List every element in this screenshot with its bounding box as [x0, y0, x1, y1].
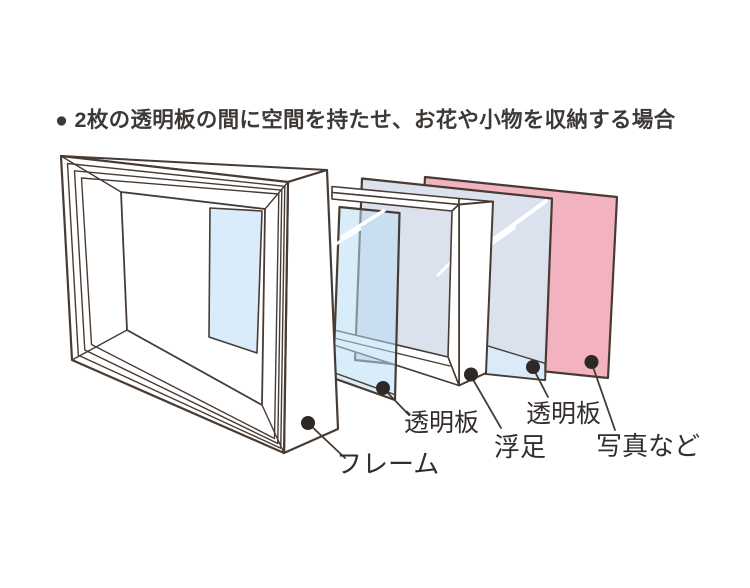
plate1-shine-line [340, 208, 386, 239]
frame-inner-pane [208, 207, 263, 354]
frame-miter-top-left [60, 155, 122, 193]
frame-side-face [282, 168, 340, 455]
label-plate1: 透明板 [404, 409, 479, 437]
label-photo: 写真など [596, 431, 700, 461]
photo-leader-line [591, 363, 616, 431]
spacer-leader-line [470, 375, 502, 429]
plate2-callout-dot [526, 360, 540, 374]
label-spacer: 浮足 [494, 432, 546, 462]
plate2-shine-line [492, 199, 548, 241]
callout-dots [301, 355, 599, 430]
frame-bevel-ring-2 [73, 170, 283, 445]
frame-bevel-ring-1 [66, 162, 286, 449]
diagram-linework [59, 154, 619, 459]
frame-box [59, 154, 340, 455]
transparent-plate-1 [331, 205, 401, 402]
frame-leader-line [307, 422, 346, 459]
photo-callout-dot [584, 355, 599, 369]
part-labels: フレーム 透明板 浮足 透明板 写真など [336, 400, 700, 479]
frame-miter-top-right [264, 181, 289, 210]
plate1-shine-line-short [334, 227, 362, 246]
plate1-callout-dot [376, 381, 390, 395]
figure-title: ● 2枚の透明板の間に空間を持たせ、お花や小物を収納する場合 [55, 108, 676, 132]
label-plate2: 透明板 [526, 400, 601, 428]
spacer-callout-dot [464, 367, 478, 382]
label-frame: フレーム [336, 449, 439, 479]
frame-callout-dot [301, 416, 315, 430]
frame-miter-bottom-left [71, 329, 128, 361]
frame-miter-bottom-right [261, 404, 285, 454]
frame-bevel-ring-3 [80, 177, 280, 440]
